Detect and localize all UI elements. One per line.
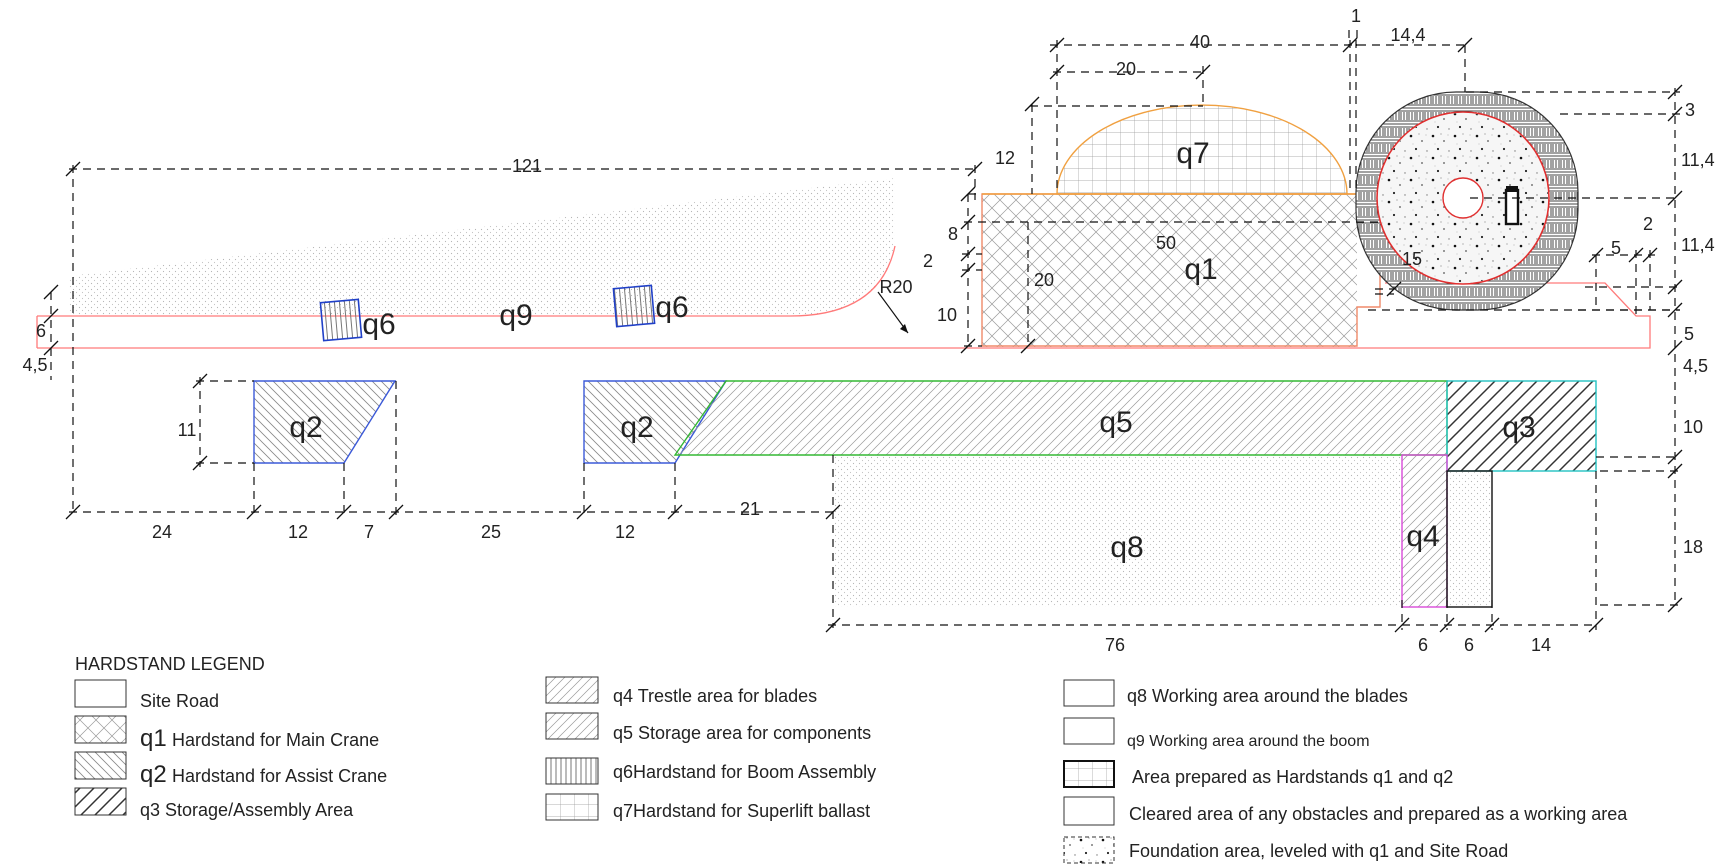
q9-label: q9 bbox=[499, 299, 532, 332]
q3-area bbox=[1446, 380, 1597, 472]
legend: HARDSTAND LEGEND Site Road q1 Hardstand … bbox=[74, 654, 1628, 864]
dim-4-5-left: 4,5 bbox=[22, 355, 47, 375]
dim-12-a: 12 bbox=[288, 522, 308, 542]
dim-76: 76 bbox=[1105, 635, 1125, 655]
site-road bbox=[37, 282, 1651, 349]
dim-5-small: 5 bbox=[1611, 238, 1621, 258]
legend-swatch-foundation bbox=[1063, 836, 1115, 864]
dim-14-4-top: 14,4 bbox=[1390, 25, 1425, 45]
q1-label: q1 bbox=[1184, 253, 1217, 286]
legend-swatch-q4 bbox=[545, 676, 599, 704]
legend-swatch-prepared bbox=[1063, 760, 1115, 788]
dim-11-4-a: 11,4 bbox=[1681, 150, 1715, 170]
dim-21: 21 bbox=[740, 499, 760, 519]
q9-area bbox=[69, 178, 895, 316]
legend-swatch-prepared-inner bbox=[1063, 760, 1115, 788]
legend-swatch-q7 bbox=[545, 793, 599, 821]
dim-8: 8 bbox=[948, 224, 958, 244]
dim-5-right: 5 bbox=[1684, 324, 1694, 344]
legend-label-prepared: Area prepared as Hardstands q1 and q2 bbox=[1132, 767, 1453, 787]
q2-right-label: q2 bbox=[620, 411, 653, 444]
dim-12-b: 12 bbox=[615, 522, 635, 542]
dim-6-a: 6 bbox=[1418, 635, 1428, 655]
legend-swatch-q3 bbox=[74, 787, 127, 816]
dimension-ticks bbox=[43, 37, 1683, 633]
q4-adjacent-strip bbox=[1446, 470, 1493, 608]
q8-area bbox=[833, 455, 1402, 607]
q2-left-area bbox=[253, 380, 397, 464]
q4-label: q4 bbox=[1406, 520, 1439, 553]
dim-6-left: 6 bbox=[36, 321, 46, 341]
q5-label: q5 bbox=[1099, 406, 1132, 439]
q6-right-pad bbox=[612, 284, 656, 328]
legend-swatch-site-road bbox=[74, 679, 127, 708]
dim-3: 3 bbox=[1685, 100, 1695, 120]
dim-1: 1 bbox=[1351, 6, 1361, 26]
legend-swatch-q5 bbox=[545, 712, 599, 740]
legend-swatch-q2 bbox=[74, 751, 127, 780]
dim-2-left: 2 bbox=[923, 251, 933, 271]
legend-label-site-road: Site Road bbox=[140, 691, 219, 711]
dim-50: 50 bbox=[1156, 233, 1176, 253]
dim-11: 11 bbox=[178, 420, 197, 440]
legend-label-q8: q8 Working area around the blades bbox=[1127, 686, 1408, 706]
foundation-inner-ring bbox=[1442, 177, 1484, 219]
dim-2-small: 2 bbox=[1643, 214, 1653, 234]
legend-label-q7: q7Hardstand for Superlift ballast bbox=[613, 801, 870, 821]
q1-area bbox=[982, 194, 1357, 347]
legend-label-q6: q6Hardstand for Boom Assembly bbox=[613, 762, 876, 782]
dim-7: 7 bbox=[364, 522, 374, 542]
q9-curve-outline bbox=[37, 245, 896, 317]
crane-tower-icon-top bbox=[1506, 186, 1518, 192]
legend-swatch-q6 bbox=[545, 757, 599, 785]
r20-label: R20 bbox=[879, 277, 912, 297]
dim-18: 18 bbox=[1683, 537, 1703, 557]
dim-10-mid: 10 bbox=[937, 305, 957, 325]
legend-title: HARDSTAND LEGEND bbox=[75, 654, 265, 674]
q2-left-label: q2 bbox=[289, 411, 322, 444]
dim-20-mid: 20 bbox=[1034, 270, 1054, 290]
legend-label-q5: q5 Storage area for components bbox=[613, 723, 871, 743]
q3-label: q3 bbox=[1502, 411, 1535, 444]
dim-20-top: 20 bbox=[1116, 59, 1136, 79]
dim-11-4-b: 11,4 bbox=[1681, 235, 1715, 255]
legend-label-q3: q3 Storage/Assembly Area bbox=[140, 800, 354, 820]
dim-4-5-right: 4,5 bbox=[1683, 356, 1708, 376]
crane-tower-icon bbox=[1504, 188, 1520, 226]
q5-area bbox=[673, 380, 1448, 456]
dim-40: 40 bbox=[1190, 32, 1210, 52]
q6-left-label: q6 bbox=[362, 308, 395, 341]
legend-prefix-q1: q1 bbox=[140, 725, 167, 752]
legend-swatch-q1 bbox=[74, 715, 127, 744]
r20-arrow bbox=[900, 324, 908, 333]
legend-prefix-q2: q2 bbox=[140, 761, 167, 788]
legend-label-foundation: Foundation area, leveled with q1 and Sit… bbox=[1129, 841, 1508, 861]
q6-right-label: q6 bbox=[655, 291, 688, 324]
legend-label-q9: q9 Working area around the boom bbox=[1127, 733, 1370, 750]
q6-left-pad bbox=[319, 298, 363, 342]
dim-24: 24 bbox=[152, 522, 172, 542]
dim-15: 15 bbox=[1402, 249, 1422, 269]
legend-label-cleared: Cleared area of any obstacles and prepar… bbox=[1129, 804, 1628, 824]
dim-12-left: 12 bbox=[995, 148, 1015, 168]
q8-label: q8 bbox=[1110, 531, 1143, 564]
dim-14: 14 bbox=[1531, 635, 1551, 655]
q4-area bbox=[1401, 454, 1448, 608]
dim-10-right: 10 bbox=[1683, 417, 1703, 437]
legend-label-q1: Hardstand for Main Crane bbox=[172, 730, 379, 750]
dim-6-b: 6 bbox=[1464, 635, 1474, 655]
dim-121: 121 bbox=[512, 156, 542, 176]
q7-label: q7 bbox=[1176, 137, 1209, 170]
q7-area bbox=[1056, 104, 1348, 195]
legend-swatch-q9 bbox=[1063, 717, 1115, 745]
legend-label-q4: q4 Trestle area for blades bbox=[613, 686, 817, 706]
legend-swatch-cleared bbox=[1063, 796, 1115, 826]
dim-25: 25 bbox=[481, 522, 501, 542]
legend-label-q2: Hardstand for Assist Crane bbox=[172, 766, 387, 786]
legend-swatch-q8 bbox=[1063, 679, 1115, 707]
